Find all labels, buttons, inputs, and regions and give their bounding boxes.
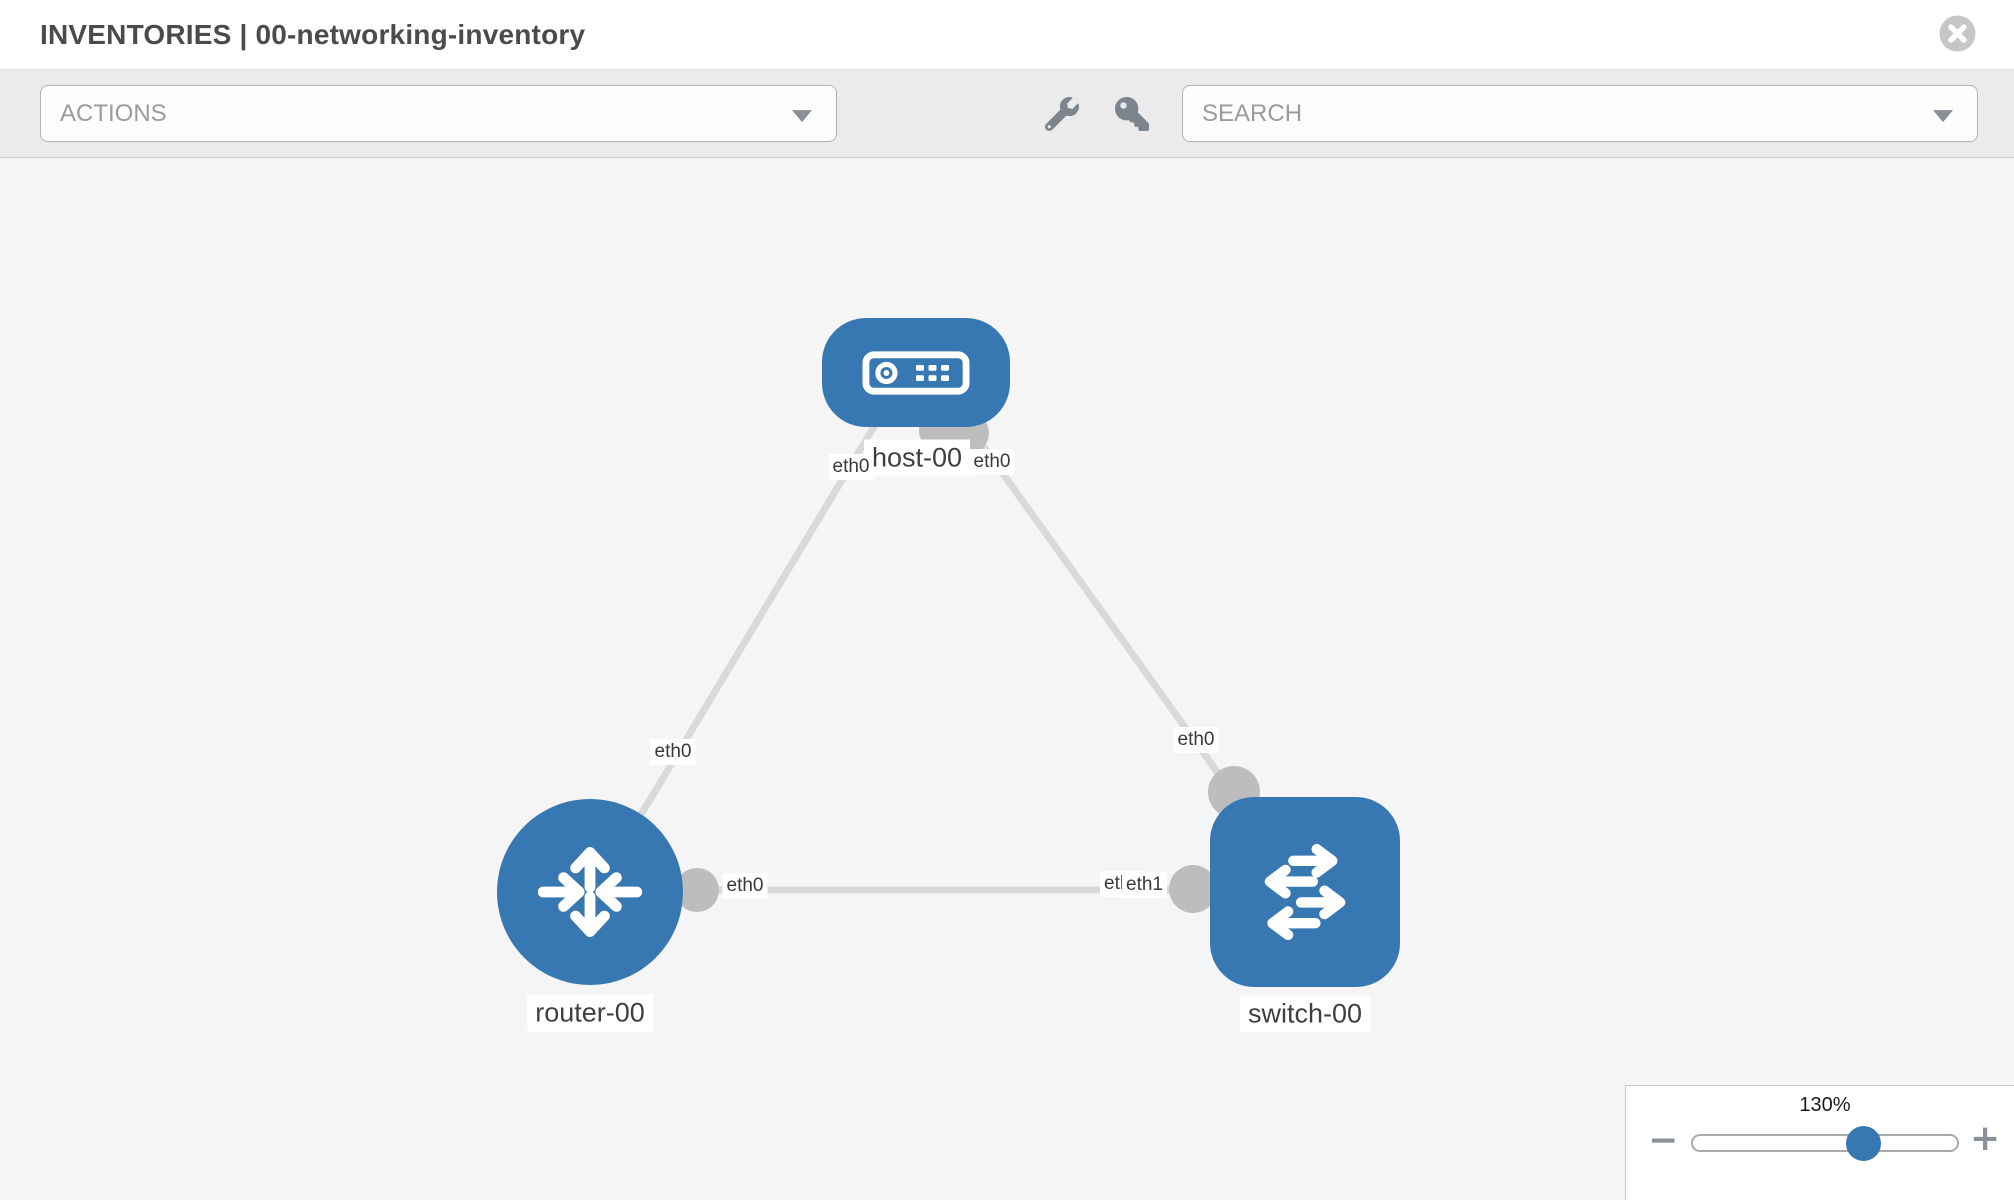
actions-dropdown-label: ACTIONS [60,99,167,127]
credentials-button[interactable] [1112,94,1152,134]
header: INVENTORIES | 00-networking-inventory [0,0,2014,70]
node-label-host: host-00 [863,439,971,477]
zoom-control-panel: 130% − + [1625,1085,2014,1200]
interface-port [1169,865,1217,913]
zoom-in-button[interactable]: + [1970,1118,2001,1159]
iface-label-switch-link-eth0: eth0 [1173,727,1219,753]
search-dropdown[interactable]: SEARCH [1182,85,1978,142]
node-label-switch: switch-00 [1239,995,1371,1033]
links-layer [590,397,1305,913]
caret-down-icon [792,109,812,122]
zoom-slider-handle[interactable] [1846,1126,1881,1161]
key-icon [1115,97,1149,131]
caret-down-icon [1933,109,1953,122]
interface-port [675,868,719,912]
node-switch-00[interactable] [1210,797,1400,987]
node-router-00[interactable] [497,799,683,985]
link-host-router [593,398,894,890]
iface-label-router-link-eth0: eth0 [650,739,696,765]
page-title: INVENTORIES | 00-networking-inventory [40,18,586,50]
node-label-router: router-00 [527,994,653,1032]
zoom-level-value: 130% [1799,1094,1851,1116]
iface-label-router-eth0: eth0 [722,873,768,899]
zoom-out-button[interactable]: − [1648,1120,1679,1161]
close-icon [1939,15,1976,52]
search-dropdown-label: SEARCH [1202,99,1303,127]
host-icon [862,350,970,395]
actions-dropdown[interactable]: ACTIONS [40,85,837,142]
topology-canvas[interactable]: host-00 router-00 switch-00 eth0 eth0 et… [0,158,2014,1200]
wrench-icon [1045,97,1079,131]
configure-button[interactable] [1042,94,1082,134]
iface-label-host-eth0-left: eth0 [828,454,874,480]
iface-label-host-eth0-right: eth0 [969,449,1015,475]
toolbar: ACTIONS SEARCH [0,70,2014,158]
switch-icon [1264,843,1346,941]
iface-label-switch-eth1: eth1 [1122,872,1167,898]
router-icon [537,847,643,937]
zoom-slider-track[interactable] [1691,1134,1959,1152]
close-button[interactable] [1939,15,1976,52]
node-host-00[interactable] [822,318,1010,427]
